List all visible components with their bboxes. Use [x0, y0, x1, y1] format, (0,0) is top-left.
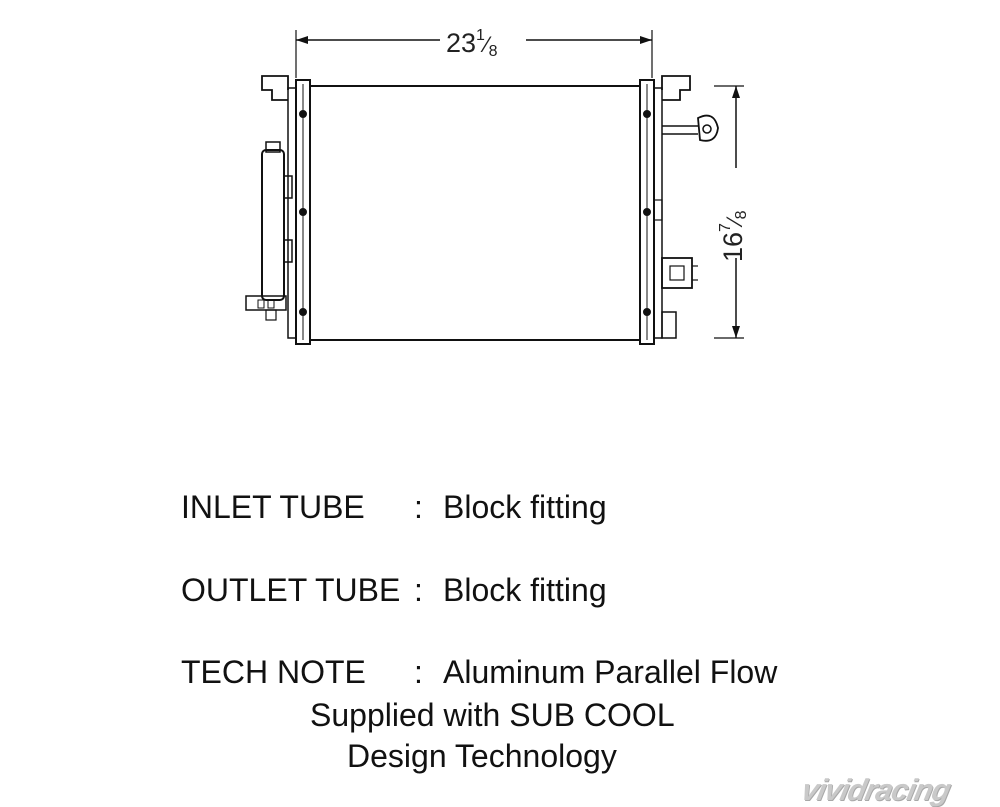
outlet-tube-colon: : — [414, 572, 423, 608]
tech-note-label: TECH NOTE — [181, 654, 366, 690]
width-denominator: 8 — [488, 43, 498, 60]
tech-note-value: Aluminum Parallel Flow — [443, 654, 778, 690]
inlet-tube-colon: : — [414, 489, 423, 525]
right-mounting-bracket — [661, 75, 691, 101]
condenser-core — [309, 85, 641, 341]
width-dimension-label: 231⁄8 — [446, 28, 498, 60]
height-fraction-slash: ⁄ — [722, 219, 747, 224]
outlet-tube-label: OUTLET TUBE — [181, 572, 401, 608]
right-header-tank — [639, 79, 663, 345]
inlet-tube-label: INLET TUBE — [181, 489, 365, 525]
height-dimension-label: 167⁄8 — [717, 210, 750, 262]
tech-note-continuation-1: Supplied with SUB COOL — [310, 697, 675, 733]
height-whole: 16 — [718, 231, 748, 262]
outlet-tube-value: Block fitting — [443, 572, 607, 608]
inlet-tube-value: Block fitting — [443, 489, 607, 525]
width-numerator: 1 — [476, 27, 485, 44]
watermark-logo: vividracing — [798, 774, 954, 807]
height-denominator: 8 — [733, 210, 750, 220]
width-fraction-slash: ⁄ — [484, 32, 489, 57]
left-mounting-bracket — [261, 75, 289, 101]
width-dimension-line — [295, 30, 653, 78]
left-header-tank — [287, 79, 311, 345]
tech-note-continuation-2: Design Technology — [347, 738, 617, 774]
width-whole: 23 — [446, 28, 477, 58]
height-numerator: 7 — [717, 223, 734, 232]
tech-note-colon: : — [414, 654, 423, 690]
receiver-drier — [245, 141, 293, 321]
condenser-diagram — [245, 30, 744, 345]
inlet-block-fitting — [662, 114, 719, 142]
outlet-block-fitting — [661, 257, 698, 339]
height-dimension-line — [714, 85, 744, 339]
